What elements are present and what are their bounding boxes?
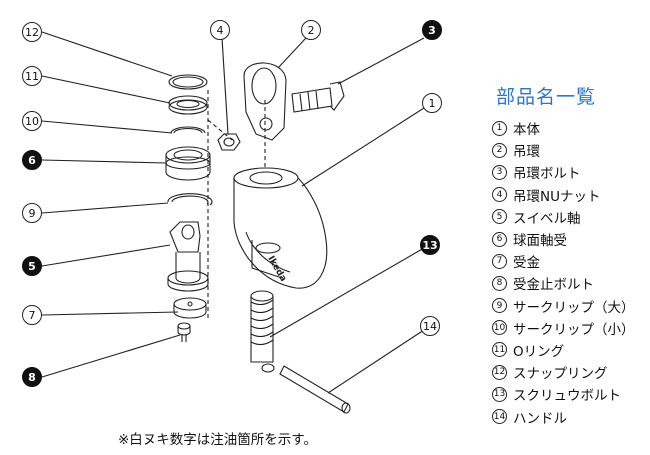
list-item: 13 スクリュウボルト	[492, 383, 648, 405]
leader-1	[301, 107, 425, 187]
leader-9	[41, 202, 169, 214]
callout-7: 7	[22, 305, 42, 325]
callout-6: 6	[22, 150, 42, 170]
callout-5: 5	[22, 256, 42, 276]
item-name: サークリップ（小）	[513, 321, 635, 338]
leader-7	[41, 311, 179, 316]
parts-list-panel: 部品名一覧 1 本体 2 吊環 3 吊環ボルト 4 吊環NUナット 5 スイベル軸 6 球面…	[492, 82, 648, 428]
clamp-body: Ikeda	[233, 167, 328, 289]
list-item: 5 スイベル軸	[492, 206, 648, 228]
body-marking: Ikeda	[265, 255, 288, 284]
lifting-bolt	[291, 81, 345, 113]
item-name: Oリング	[513, 343, 565, 360]
swivel-shaft	[167, 221, 209, 292]
lifting-ring	[243, 62, 287, 141]
item-name: サークリップ（大）	[513, 299, 635, 316]
callout-12: 12	[22, 22, 42, 42]
item-name: 受金	[513, 255, 540, 272]
item-number: 6	[492, 231, 507, 247]
item-number: 5	[492, 209, 507, 225]
callout-1: 1	[422, 93, 442, 113]
leader-10	[41, 120, 173, 134]
item-name: 本体	[513, 122, 540, 139]
list-item: 9 サークリップ（大）	[492, 295, 648, 317]
callout-11: 11	[22, 66, 42, 86]
item-name: 吊環	[513, 144, 540, 161]
list-item: 4 吊環NUナット	[492, 184, 648, 206]
lifting-nut	[217, 133, 241, 151]
item-number: 9	[492, 298, 507, 314]
screw-bolt	[250, 290, 275, 373]
leader-13	[269, 247, 425, 338]
item-number: 14	[492, 409, 507, 425]
callout-9: 9	[22, 203, 42, 223]
leader-2	[277, 37, 307, 69]
item-name: 球面軸受	[513, 233, 567, 250]
list-item: 6 球面軸受	[492, 228, 648, 250]
lubrication-footnote: ※白ヌキ数字は注油箇所を示す。	[118, 432, 317, 448]
snap-ring	[168, 74, 208, 90]
callout-2: 2	[301, 20, 321, 40]
item-number: 12	[492, 364, 507, 380]
leader-8	[41, 334, 181, 378]
leader-4	[221, 37, 229, 135]
list-item: 7 受金	[492, 250, 648, 272]
circlip-large	[167, 193, 213, 206]
leader-5	[41, 244, 171, 267]
parts-list: 1 本体 2 吊環 3 吊環ボルト 4 吊環NUナット 5 スイベル軸 6 球面軸受 7 受金…	[492, 117, 648, 428]
list-item: 14 ハンドル	[492, 405, 648, 427]
list-item: 3 吊環ボルト	[492, 161, 648, 183]
stop-bolt	[177, 322, 191, 342]
item-number: 13	[492, 386, 507, 402]
item-number: 11	[492, 342, 507, 358]
item-number: 4	[492, 187, 507, 203]
list-item: 12 スナップリング	[492, 361, 648, 383]
callout-3: 3	[422, 20, 442, 40]
item-number: 10	[492, 320, 507, 336]
callout-8: 8	[22, 367, 42, 387]
circlip-small	[170, 126, 206, 134]
spherical-bearing	[165, 146, 211, 181]
item-name: 吊環NUナット	[513, 188, 601, 205]
leader-3	[337, 37, 425, 85]
item-name: スクリュウボルト	[513, 388, 621, 405]
item-number: 2	[492, 142, 507, 158]
callout-4: 4	[210, 20, 230, 40]
handle	[279, 365, 351, 414]
leader-14	[327, 329, 425, 394]
item-name: 吊環ボルト	[513, 166, 581, 183]
item-number: 8	[492, 275, 507, 291]
item-number: 3	[492, 164, 507, 180]
item-name: 受金止ボルト	[513, 277, 594, 294]
item-name: スイベル軸	[513, 210, 581, 227]
list-item: 11 Oリング	[492, 339, 648, 361]
callout-13: 13	[420, 235, 440, 255]
list-item: 10 サークリップ（小）	[492, 317, 648, 339]
list-item: 2 吊環	[492, 139, 648, 161]
leader-12	[41, 31, 173, 77]
parts-list-title: 部品名一覧	[496, 86, 597, 108]
item-name: スナップリング	[513, 366, 608, 383]
callout-14: 14	[420, 316, 440, 336]
assembly-axis-2	[207, 119, 233, 141]
leader-6	[41, 159, 167, 164]
callout-10: 10	[22, 111, 42, 131]
receiving-plate	[173, 297, 207, 319]
item-name: ハンドル	[513, 410, 567, 427]
item-number: 1	[492, 120, 507, 136]
list-item: 8 受金止ボルト	[492, 272, 648, 294]
o-ring	[168, 95, 208, 115]
list-item: 1 本体	[492, 117, 648, 139]
leader-11	[41, 75, 171, 104]
item-number: 7	[492, 253, 507, 269]
